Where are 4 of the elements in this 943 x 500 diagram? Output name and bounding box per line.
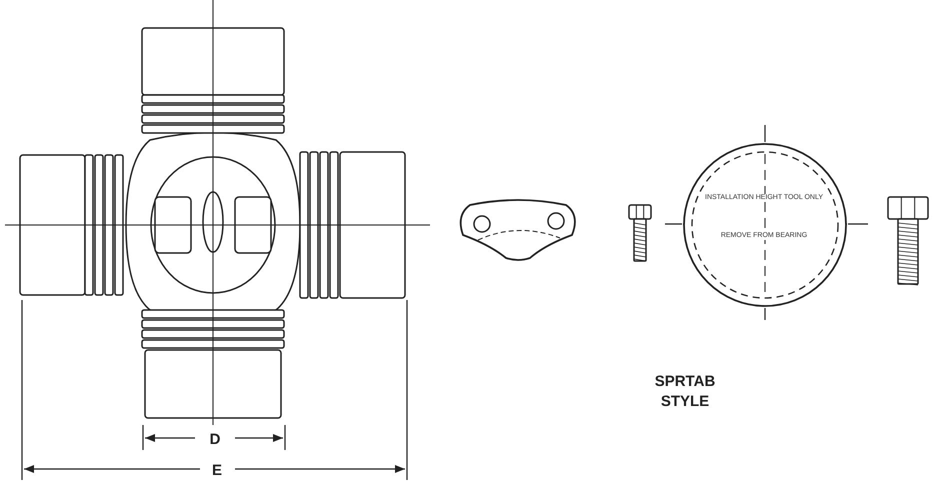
dimension-label: D bbox=[208, 430, 222, 450]
dimension-label: E bbox=[210, 461, 223, 481]
style-label: SPRTAB STYLE bbox=[654, 372, 716, 412]
tool-disc bbox=[682, 142, 848, 308]
